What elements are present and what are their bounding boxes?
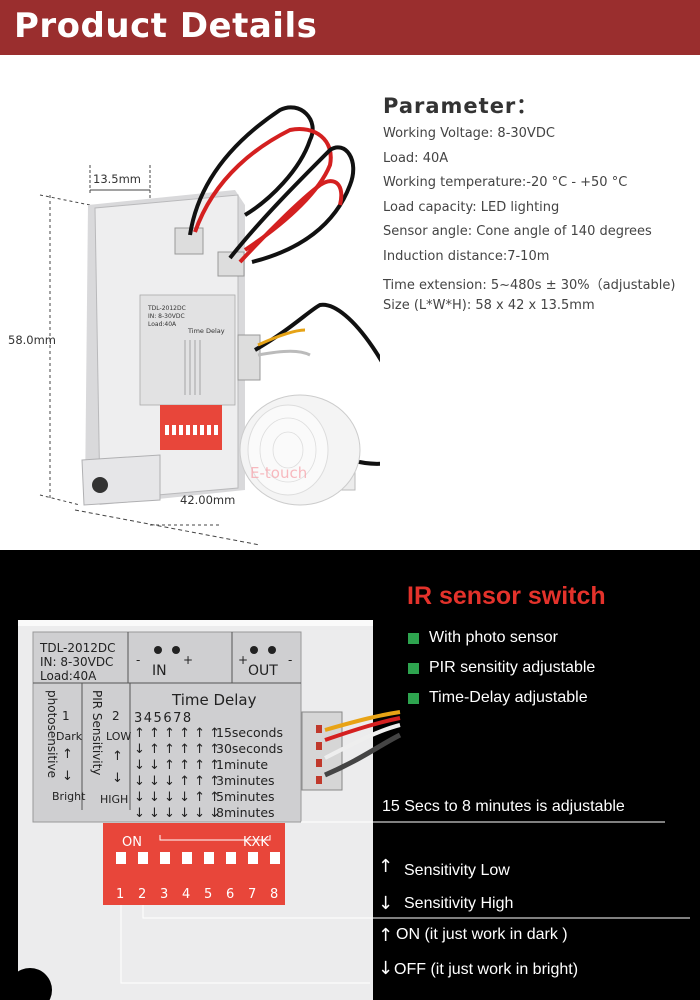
bullet-square-icon	[408, 632, 419, 644]
param-load: Load: 40A	[383, 150, 449, 166]
arrow-down-icon: ↓	[378, 893, 394, 914]
dip-number-4: 4	[182, 887, 190, 902]
param-time-extension: Time extension: 5~480s ± 30%（adjustable)	[383, 277, 676, 293]
feature-list: With photo sensor PIR sensitity adjustab…	[408, 623, 595, 713]
delay-15s: 15seconds	[216, 725, 283, 740]
width-dimension: 42.00mm	[180, 493, 236, 507]
dip-on-label: ON	[122, 835, 142, 850]
svg-text:+: +	[238, 653, 248, 667]
param-induction-distance: Induction distance:7-10m	[383, 248, 550, 264]
delay-8min: 8minutes	[216, 805, 275, 820]
sw2-low: LOW	[106, 730, 131, 743]
sensitivity-high-note: Sensitivity High	[404, 895, 514, 912]
svg-text:-: -	[288, 653, 292, 667]
svg-text:↓: ↓	[112, 771, 123, 786]
arrow-up-icon: ↑	[378, 856, 394, 877]
svg-text:↓ ↓ ↑ ↑ ↑ ↑: ↓ ↓ ↑ ↑ ↑ ↑	[134, 758, 220, 773]
dip-number-8: 8	[270, 887, 278, 902]
sw2-high: HIGH	[100, 793, 128, 806]
svg-text:Load:40A: Load:40A	[148, 321, 177, 328]
off-note: OFF (it just work in bright)	[394, 961, 579, 978]
arrow-down-icon: ↓	[378, 958, 394, 979]
sw1-bright: Bright	[52, 790, 86, 803]
svg-text:Time Delay: Time Delay	[187, 327, 225, 335]
param-sensor-angle: Sensor angle: Cone angle of 140 degrees	[383, 224, 652, 240]
bullet-square-icon	[408, 662, 419, 674]
dip-brand: KXK	[243, 835, 269, 850]
svg-text:-: -	[136, 653, 140, 667]
dip-number-6: 6	[226, 887, 234, 902]
on-note: ON (it just work in dark )	[396, 926, 568, 943]
thickness-dimension: 13.5mm	[93, 172, 142, 186]
param-load-capacity: Load capacity: LED lighting	[383, 199, 560, 215]
svg-text:↓ ↓ ↓ ↓ ↓ ↓: ↓ ↓ ↓ ↓ ↓ ↓	[134, 806, 220, 821]
label-time-delay: Time Delay	[171, 691, 257, 709]
ir-sensor-title: IR sensor switch	[407, 582, 606, 610]
svg-text:↓ ↓ ↓ ↓ ↑ ↑: ↓ ↓ ↓ ↓ ↑ ↑	[134, 790, 220, 805]
arrow-up-icon: ↑	[378, 925, 394, 946]
sensitivity-low-note: Sensitivity Low	[404, 862, 510, 879]
feature-item: With photo sensor	[408, 623, 595, 653]
watermark: E-touch	[250, 464, 307, 482]
dip-number-1: 1	[116, 887, 124, 902]
param-temperature: Working temperature:-20 °C - +50 °C	[383, 175, 628, 191]
header-banner: Product Details	[0, 0, 700, 55]
dip-number-5: 5	[204, 887, 212, 902]
label-voltage: IN: 8-30VDC	[40, 655, 113, 669]
delay-30s: 30seconds	[216, 741, 283, 756]
label-switch-numbers: 345678	[134, 711, 193, 726]
svg-text:TDL-2012DC: TDL-2012DC	[147, 305, 186, 312]
parameter-list: Working Voltage: 8-30VDC Load: 40A Worki…	[383, 126, 675, 323]
label-model: TDL-2012DC	[39, 641, 116, 655]
feature-item: Time-Delay adjustable	[408, 683, 595, 713]
param-size: Size (L*W*H): 58 x 42 x 13.5mm	[383, 298, 595, 314]
label-out: OUT	[248, 663, 278, 679]
delay-range-note: 15 Secs to 8 minutes is adjustable	[382, 798, 625, 815]
dip-number-7: 7	[248, 887, 256, 902]
parameter-title: Parameter：	[383, 94, 539, 118]
svg-text:↑ ↑ ↑ ↑ ↑ ↑: ↑ ↑ ↑ ↑ ↑ ↑	[134, 726, 220, 741]
delay-3min: 3minutes	[216, 773, 275, 788]
sw1-dark: Dark	[56, 730, 83, 743]
svg-text:↑: ↑	[62, 747, 73, 762]
delay-1min: 1minute	[216, 757, 268, 772]
feature-item: PIR sensitity adjustable	[408, 653, 595, 683]
label-in: IN	[152, 663, 167, 679]
param-voltage: Working Voltage: 8-30VDC	[383, 126, 555, 141]
svg-text:IN: 8-30VDC: IN: 8-30VDC	[148, 313, 185, 320]
page-title: Product Details	[14, 6, 318, 46]
device-closeup: TDL-2012DC IN: 8-30VDC Load:40A - + IN + -…	[8, 620, 690, 1000]
svg-text:↓: ↓	[62, 769, 73, 784]
svg-text:↑: ↑	[112, 749, 123, 764]
svg-text:+: +	[183, 653, 193, 667]
bullet-square-icon	[408, 692, 419, 704]
delay-5min: 5minutes	[216, 789, 275, 804]
sw2-number: 2	[112, 709, 120, 723]
svg-text:↓ ↑ ↑ ↑ ↑ ↑: ↓ ↑ ↑ ↑ ↑ ↑	[134, 742, 220, 757]
length-dimension: 58.0mm	[8, 333, 57, 347]
sw1-number: 1	[62, 709, 70, 723]
label-load: Load:40A	[40, 669, 97, 683]
sw2-name: PIR Sensitivity	[90, 690, 104, 775]
product-illustration: TDL-2012DC IN: 8-30VDC Load:40A Time Del…	[39, 105, 380, 546]
dip-number-2: 2	[138, 887, 146, 902]
svg-text:↓ ↓ ↓ ↑ ↑ ↑: ↓ ↓ ↓ ↑ ↑ ↑	[134, 774, 220, 789]
dip-number-3: 3	[160, 887, 168, 902]
sw1-name: photosensitive	[45, 690, 59, 778]
